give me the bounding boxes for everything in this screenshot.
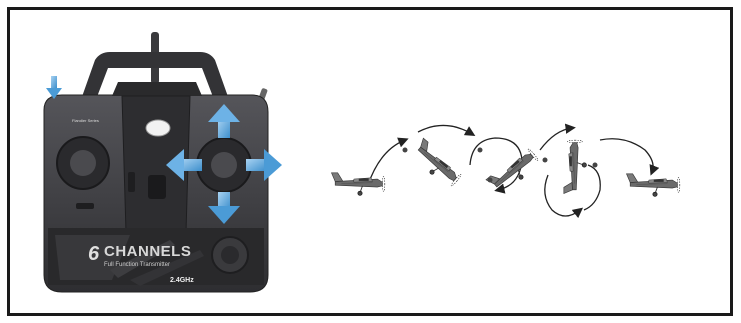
airplane <box>564 140 587 193</box>
transmitter: Flandier Series 6 CHANNELS Full Function… <box>44 32 282 292</box>
loop-stunt-sequence <box>331 125 679 216</box>
power-led <box>146 120 170 136</box>
airplane <box>409 138 464 190</box>
channels-digit: 6 <box>88 243 100 265</box>
brand-text: Flandier Series <box>72 118 99 123</box>
loop-trajectory-arrow <box>418 125 472 134</box>
loop-trajectory-arrow <box>540 128 572 150</box>
airplane <box>331 173 384 196</box>
airplane <box>626 174 679 197</box>
airplane <box>486 146 541 198</box>
channels-subtitle: Full Function Transmitter <box>104 262 170 268</box>
loop-trajectory-arrow <box>600 139 653 172</box>
loop-trajectory-arrow <box>368 140 405 185</box>
frequency-label: 2.4GHz <box>170 277 194 284</box>
channels-word: CHANNELS <box>104 243 191 260</box>
power-switch <box>148 175 166 199</box>
